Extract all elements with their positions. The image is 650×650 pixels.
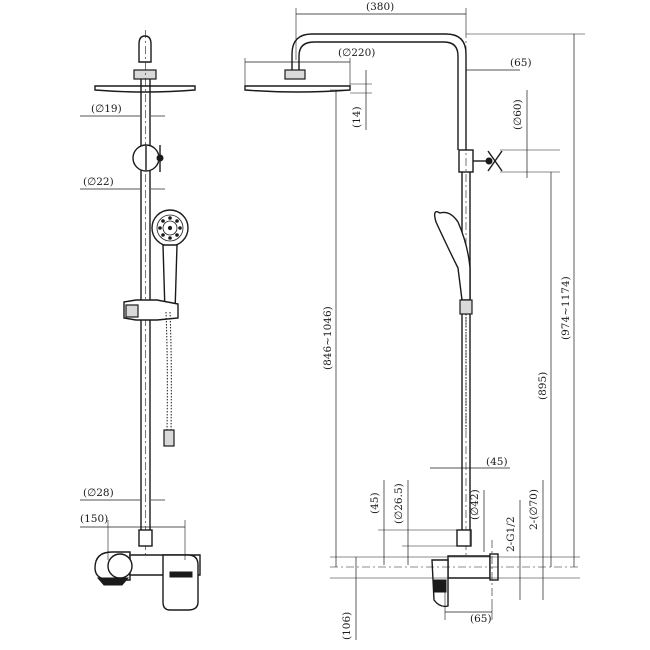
side-hand-shower	[433, 211, 471, 301]
dim-valve-diameter: (∅60)	[512, 99, 524, 130]
dim-flange-diameter: 2-(∅70)	[528, 489, 540, 530]
dim-base-offset: (106)	[341, 612, 353, 640]
dim-bottom-width: (65)	[470, 613, 492, 625]
side-head-connector	[284, 69, 306, 80]
front-hose	[169, 311, 172, 431]
dim-thread: 2-G1/2	[505, 516, 517, 552]
front-lower-connector	[138, 529, 153, 547]
dim-pipe-diameter: (∅22)	[83, 176, 114, 188]
dim-rail-length: (846~1046)	[322, 306, 334, 370]
front-view: (∅19) (∅22) (∅28) (150)	[80, 30, 201, 611]
dim-rail-to-bottom: (895)	[537, 372, 549, 400]
dim-mixer-height: (45)	[369, 492, 381, 514]
side-lower-connector	[456, 529, 472, 547]
dim-head-thickness: (14)	[351, 106, 363, 128]
dim-top-offset: (65)	[510, 57, 532, 69]
dim-height-min-max: (974~1174)	[560, 276, 572, 340]
side-top-arm	[291, 33, 467, 150]
dim-lower-pipe-diameter: (∅28)	[83, 487, 114, 499]
dim-elbow-offset: (45)	[486, 456, 508, 468]
front-mixer-lever	[162, 554, 199, 611]
dim-width-total: (380)	[366, 1, 394, 13]
side-shower-head	[244, 85, 351, 93]
dim-arm-diameter: (∅19)	[91, 103, 122, 115]
side-view: (380) (∅220) (65) (14) (∅60) (974~1174) …	[244, 1, 585, 640]
dim-inlet-diameter: (∅42)	[469, 489, 481, 520]
front-head-connector	[133, 69, 157, 80]
dim-head-diameter: (∅220)	[338, 47, 375, 59]
front-shower-head	[94, 85, 196, 93]
dim-center-distance: (150)	[80, 513, 108, 525]
front-top-cap	[138, 35, 152, 63]
dim-connector-diameter: (∅26.5)	[393, 483, 405, 524]
